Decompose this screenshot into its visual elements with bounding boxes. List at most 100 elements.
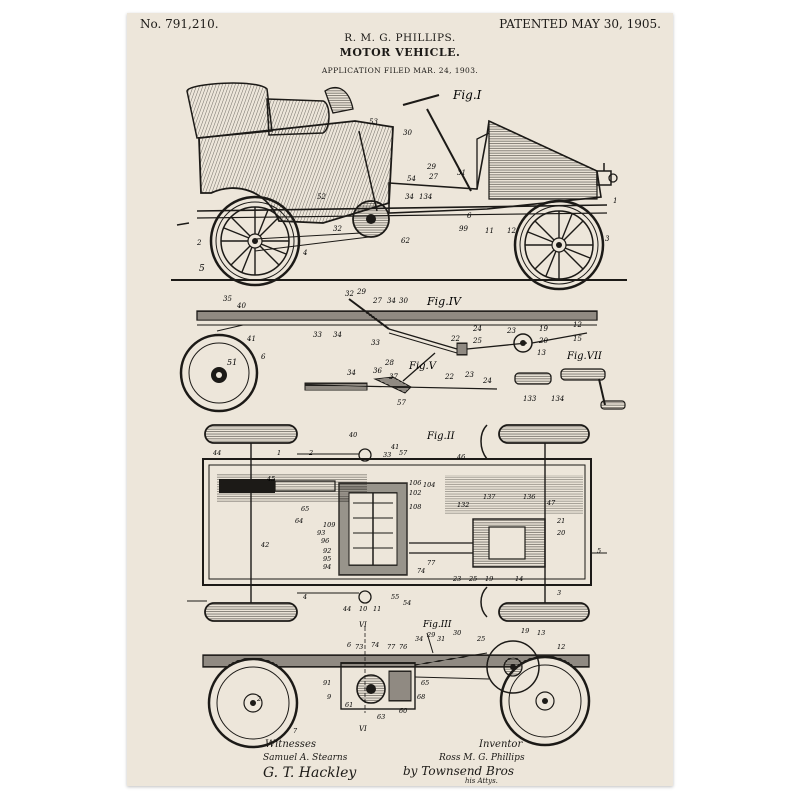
fig2-label: 14 (515, 575, 523, 583)
witness-signature-1: Samuel A. Stearns (263, 753, 348, 763)
patent-sheet: No. 791,210. PATENTED MAY 30, 1905. R. M… (127, 13, 673, 786)
fig2-label: 46 (456, 453, 465, 461)
fig1-label: 134 (419, 193, 432, 201)
figure-7-crank-detail: Fig.VII 133 134 (514, 351, 626, 410)
fig2-label: 5 (597, 547, 601, 555)
fig3-label: 34 (415, 635, 423, 643)
fig1-label: 31 (457, 169, 466, 177)
fig4-label: 41 (246, 335, 256, 343)
attorney-signature: by Townsend Bros (403, 764, 514, 778)
fig3-label: 7 (293, 727, 298, 735)
fig2-label: 47 (546, 499, 556, 507)
fig4-label: 15 (573, 335, 582, 343)
fig1-label: 52 (317, 193, 326, 201)
fig4-label: 23 (506, 327, 516, 335)
fig7-title: Fig.VII (566, 351, 603, 362)
fig2-label: 132 (457, 501, 469, 509)
fig3-label: 19 (521, 627, 529, 635)
fig2-label: 44 (342, 605, 351, 613)
fig4-label: 12 (573, 321, 582, 329)
fig3-label: 30 (453, 629, 461, 637)
fig2-label: 25 (468, 575, 477, 583)
fig3-label: 25 (476, 635, 485, 643)
fig4-label: 33 (313, 331, 322, 339)
section-marker-top: VI (359, 621, 367, 629)
fig2-label: 104 (423, 481, 435, 489)
fig3-label: 2 (256, 695, 261, 703)
fig4-label: 6 (261, 353, 266, 361)
fig2-label: 77 (427, 559, 436, 567)
fig2-label: 65 (301, 505, 309, 513)
fig2-label: 102 (409, 489, 421, 497)
figure-5-lever-detail: Fig.V 28 34 36 37 22 23 24 57 (304, 352, 498, 407)
figure-1-side-elevation: Fig.I 53 30 29 27 31 54 34 134 52 2 5 4 … (171, 82, 627, 291)
figure-3-side-section: VI VI Fig.III 6 73 74 77 76 29 34 31 30 … (202, 620, 591, 749)
fig5-label: 22 (444, 373, 454, 381)
figure-4-frame-section: Fig.IV 35 40 32 29 27 34 30 33 34 33 24 … (179, 288, 598, 413)
application-filed: APPLICATION FILED MAR. 24, 1903. (321, 66, 479, 75)
fig4-label: 13 (537, 349, 546, 357)
fig1-label: 12 (507, 227, 516, 235)
fig2-title: Fig.II (426, 431, 456, 442)
fig3-label: 76 (399, 643, 407, 651)
fig1-label: 30 (403, 129, 412, 137)
fig3-label: 31 (437, 635, 445, 643)
fig2-label: 57 (399, 449, 408, 457)
fig3-label: 74 (371, 641, 379, 649)
fig1-labels: 53 30 29 27 31 54 34 134 52 2 5 4 32 62 … (196, 118, 617, 274)
fig3-label: 60 (399, 707, 407, 715)
figure-2-plan-view: Fig.II 44 40 41 57 33 45 46 1 2 106 104 … (187, 424, 607, 622)
fig2-label: 4 (302, 593, 307, 601)
fig2-label: 93 (317, 529, 325, 537)
fig2-label: 96 (321, 537, 329, 545)
fig2-label: 20 (556, 529, 565, 537)
patent-date: PATENTED MAY 30, 1905. (499, 17, 661, 31)
fig5-label: 24 (482, 377, 492, 385)
fig7-label: 133 (523, 395, 537, 403)
witnesses-label: Witnesses (265, 739, 316, 750)
fig4-label: 24 (472, 325, 482, 333)
fig1-label: 54 (407, 175, 416, 183)
fig2-label: 41 (390, 443, 399, 451)
fig3-label: 61 (345, 701, 353, 709)
fig3-label: 29 (426, 631, 435, 639)
fig7-label: 134 (551, 395, 564, 403)
inventor-signature: Ross M. G. Phillips (439, 753, 525, 763)
fig4-label: 27 (372, 297, 382, 305)
fig5-title: Fig.V (408, 361, 438, 372)
patent-number: No. 791,210. (140, 17, 219, 31)
fig3-label: 6 (347, 641, 351, 649)
fig2-label: 136 (523, 493, 535, 501)
fig2-label: 1 (277, 449, 281, 457)
fig2-label: 33 (383, 451, 391, 459)
fig1-label: 34 (405, 193, 414, 201)
fig3-label: 77 (387, 643, 396, 651)
fig3-label: 91 (323, 679, 331, 687)
witness-signature-2: G. T. Hackley (263, 765, 357, 781)
fig4-label: 34 (387, 297, 396, 305)
fig2-label: 74 (417, 567, 425, 575)
fig1-label: 3 (605, 235, 610, 243)
fig1-label: 6 (467, 212, 472, 220)
fig4-label: 20 (538, 337, 548, 345)
fig4-label: 51 (227, 358, 237, 367)
fig5-label: 36 (373, 367, 382, 375)
fig2-label: 42 (260, 541, 269, 549)
fig2-label: 109 (323, 521, 335, 529)
fig1-label: 27 (428, 173, 438, 181)
fig2-label: 23 (452, 575, 461, 583)
fig3-label: 12 (557, 643, 565, 651)
attorney-signature-suffix: his Attys. (465, 777, 498, 785)
fig2-label: 95 (323, 555, 331, 563)
fig2-label: 19 (485, 575, 493, 583)
patent-title: MOTOR VEHICLE. (339, 46, 461, 59)
fig2-label: 92 (323, 547, 331, 555)
fig1-label: 5 (199, 264, 205, 274)
fig3-label: 65 (421, 679, 429, 687)
fig3-label: 63 (377, 713, 385, 721)
fig3-label: 13 (537, 629, 545, 637)
inventor-name: R. M. G. PHILLIPS. (344, 32, 456, 44)
fig4-label: 25 (472, 337, 482, 345)
fig2-label: 106 (409, 479, 421, 487)
fig3-label: 73 (355, 643, 363, 651)
